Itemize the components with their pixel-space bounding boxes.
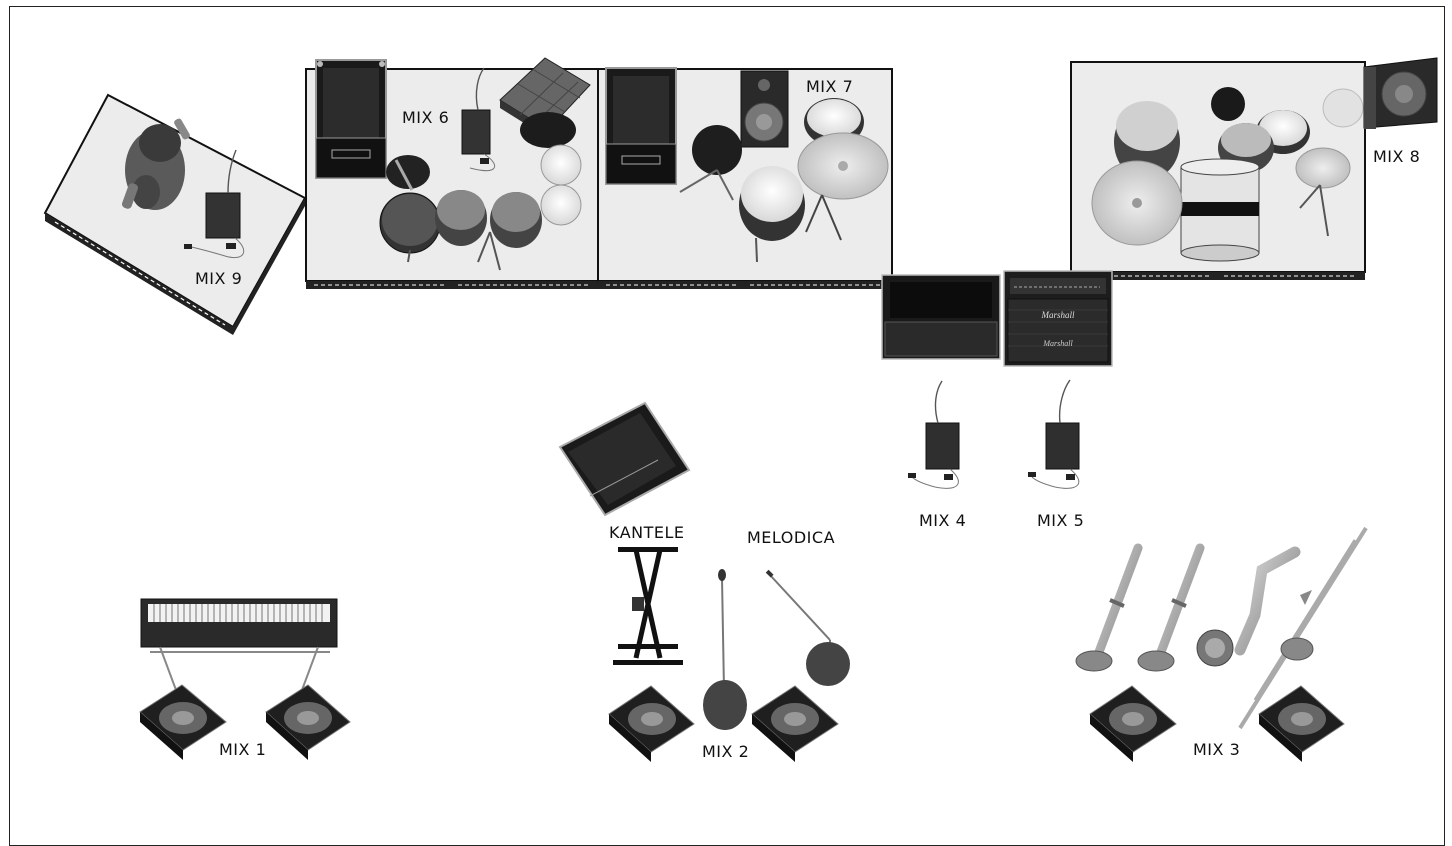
stage-plot-drawing: Marshall Marshall: [43, 57, 1438, 762]
label-mix9: MIX 9: [195, 269, 243, 288]
label-mix3: MIX 3: [1193, 740, 1241, 759]
wedges-mix2: [608, 685, 839, 762]
stage-plot: Marshall Marshall MIX 9 MIX 6 MIX 7 MIX …: [9, 6, 1445, 846]
amp-brand-logo: Marshall: [1040, 310, 1075, 320]
saxophone: [1196, 546, 1301, 667]
keyboard: [140, 598, 338, 691]
kantele-stand: [613, 547, 683, 665]
beltpack-mix4: [908, 380, 960, 489]
label-mix6: MIX 6: [402, 108, 450, 127]
label-mix5: MIX 5: [1037, 511, 1085, 530]
monitor-wedge-mix7: [740, 70, 789, 148]
trombone: [1238, 526, 1368, 730]
wedges-mix1: [139, 684, 351, 760]
drum-kit-mix7: [679, 98, 889, 263]
label-mix7: MIX 7: [806, 77, 854, 96]
monitor-wedge-mix8: [1363, 57, 1438, 129]
label-mix4: MIX 4: [919, 511, 967, 530]
label-melodica: MELODICA: [747, 528, 836, 547]
mic-stand-straight: [703, 569, 747, 730]
label-mix2: MIX 2: [702, 742, 750, 761]
flight-case-mix7: [605, 67, 677, 185]
amp-marshall: [1003, 270, 1113, 367]
label-mix8: MIX 8: [1373, 147, 1421, 166]
label-mix1: MIX 1: [219, 740, 267, 759]
amp-left: [881, 274, 1001, 360]
beltpack-mix9: [184, 149, 245, 258]
percussion-drums: [379, 155, 542, 271]
flight-case-floor: [558, 401, 691, 517]
drum-kit-mix8: [1091, 87, 1364, 262]
beltpack-mix5: [1028, 379, 1080, 489]
wedges-mix3: [1089, 685, 1345, 762]
person-top-view: [121, 118, 190, 210]
label-kantele: KANTELE: [609, 523, 685, 542]
trumpet-1: [1075, 543, 1143, 672]
bongos: [540, 144, 582, 226]
flight-case-mix6: [315, 59, 387, 179]
amp-brand-logo-cab: Marshall: [1042, 339, 1073, 348]
beltpack-mix6: [461, 67, 496, 172]
riser-mix9: [43, 93, 307, 335]
pad-stand: [520, 112, 576, 148]
mic-stand-boom: [765, 569, 850, 686]
horn-section: [1075, 526, 1368, 730]
trumpet-2: [1137, 543, 1205, 672]
